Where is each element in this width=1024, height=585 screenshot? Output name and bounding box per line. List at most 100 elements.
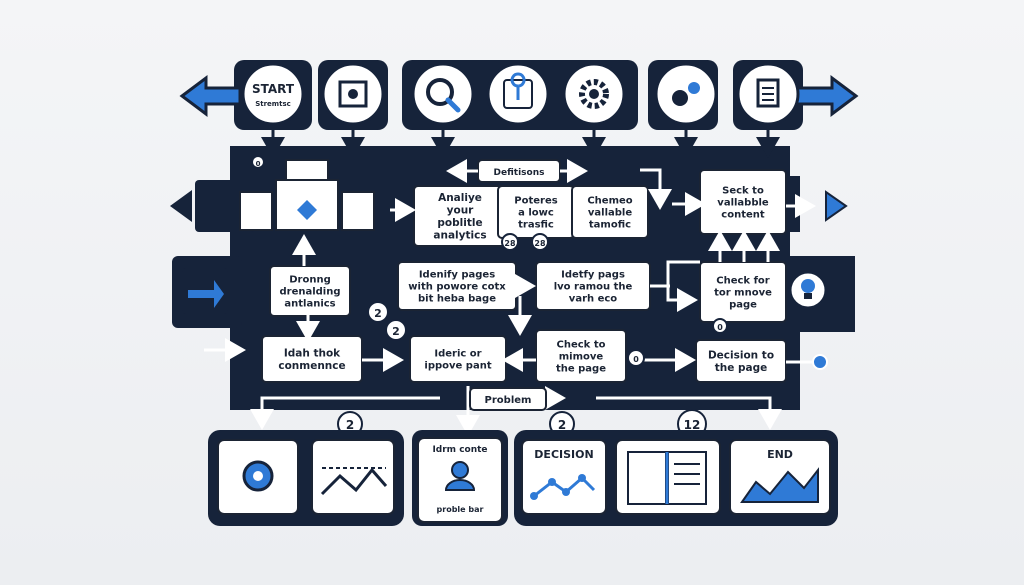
search-icon [426,78,454,106]
badge-6: 28 [501,233,519,251]
search-icon-handle [445,97,461,113]
problem-label: Problem [485,395,532,406]
node-text-line: page [729,300,757,311]
arrow-bottom-left [250,396,440,430]
node-text-line: a lowc [518,208,554,219]
node-box [571,185,649,239]
network-node-3 [562,488,570,496]
badge-9: 0 [627,349,645,367]
svg-text:2: 2 [374,307,382,320]
node-text-line: Analiye [438,192,482,204]
right-mid-arrow [825,190,848,222]
node-text-line: ippove pant [424,361,491,372]
gear-icon [579,79,609,109]
node-text-line: bit heba bage [418,294,496,305]
person-icon-body [444,479,476,491]
node-text-line: Ideric or [434,349,481,360]
badge-1: 2 [367,301,389,323]
svg-text:12: 12 [684,418,701,432]
node-text-line: vallabble [717,198,769,209]
node-text-line: Idenify pages [419,270,495,281]
map-pin-icon [510,72,526,100]
badge-2: 2 [385,319,407,341]
problem-box-line2: proble bar [437,505,484,514]
bottom-card-decision [521,439,607,515]
svg-text:0: 0 [633,355,639,364]
left-doc-diamond-icon [297,200,317,220]
node-text-line: with powore cotx [408,282,506,293]
svg-text:2: 2 [392,325,400,338]
svg-text:0: 0 [717,323,723,332]
problem-box-label [469,387,547,411]
node-text-line: Idetfy pags [561,270,625,281]
badge-10: 0 [251,155,265,169]
node-box [269,265,351,317]
gears-icon-a [672,90,688,106]
node-text-line: drenalding [279,287,340,298]
node-text-line: Chemeo [587,196,632,207]
node-text-line: content [721,210,765,221]
svg-text:28: 28 [534,239,546,248]
node-text-line: lvo ramou the [554,282,633,293]
image-icon-center [348,89,358,99]
node-text-line: the page [715,362,768,374]
decision-out-node [812,354,828,370]
node-text-line: Check to [557,340,606,351]
node-text-line: vallable [588,208,632,219]
node-text-line: tor mnove [714,288,772,299]
arrow-check-left [666,260,700,312]
person-icon-head [451,461,469,479]
node-text-line: conmennce [278,360,345,372]
definitions-label: Defitisons [494,168,545,178]
lightbulb-icon-base [804,293,812,299]
svg-text:28: 28 [504,239,516,248]
node-text-line: Check for [716,276,770,287]
gears-icon-b [688,82,700,94]
node-text-line: tamofic [589,220,631,231]
badge-8: 0 [712,318,728,334]
virus-icon-core [253,471,263,481]
left-doc-top [285,159,329,181]
node-text-line: the page [556,364,606,375]
start-sublabel: Stremtsc [255,100,291,108]
problem-box-line1: Idrm conte [432,445,487,455]
left-doc-1 [239,191,273,231]
search-circle [411,62,475,126]
node-text-line: Idah thok [284,347,341,359]
network-node-1 [530,492,538,500]
node-text-line: Dronng [289,275,331,286]
start-label: START [252,82,295,96]
right-outer-arrow [794,75,859,117]
node-text-line: varh eco [569,294,618,305]
node-text-line: poblitle [437,217,482,229]
node-box [535,329,627,383]
node-text-line: Seck to [722,186,764,197]
hand-icon [188,280,224,308]
node-text-line: Decision to [708,349,774,361]
network-node-4 [578,474,586,482]
node-text-line: mimove [559,352,604,363]
node-text-line: trasfic [518,220,554,231]
decision-label: DECISION [534,448,593,461]
svg-text:2: 2 [346,418,354,432]
line-chart-icon [320,467,388,496]
network-node-2 [548,478,556,486]
left-doc-3 [341,191,375,231]
left-mid-arrow [170,190,192,222]
arrow-bottom-right [596,396,782,430]
end-label: END [767,448,793,461]
gear-icon-hub [589,89,599,99]
node-text-line: antlanics [284,299,335,310]
badge-7: 28 [531,233,549,251]
